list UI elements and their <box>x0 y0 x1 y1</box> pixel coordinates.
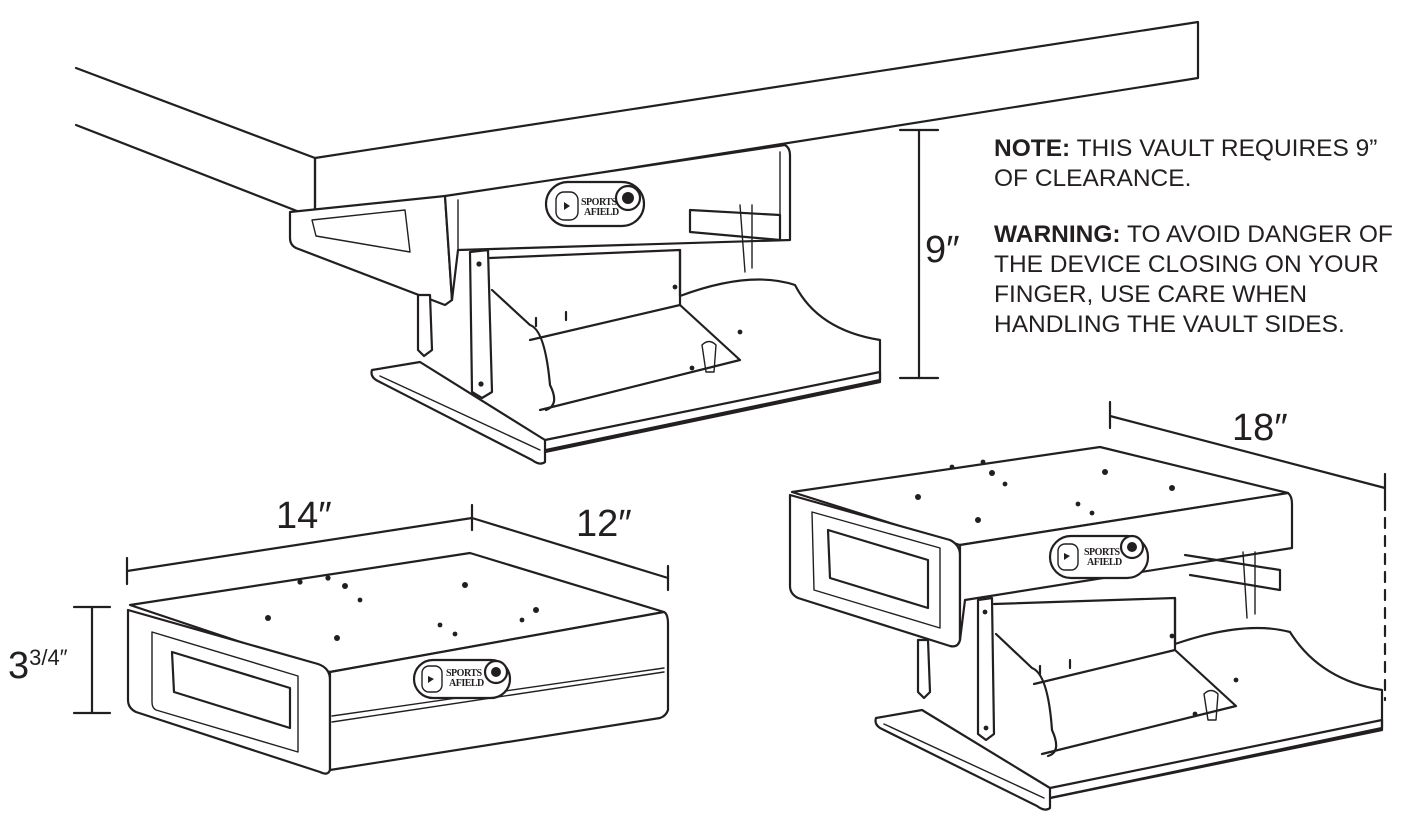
table-top <box>74 20 1200 220</box>
notes-panel: NOTE: THIS VAULT REQUIRES 9” OF CLEARANC… <box>994 134 1399 366</box>
note-text: THIS VAULT REQUIRES 9” OF CLEARANCE. <box>994 135 1378 192</box>
logo-text-line1: SPORTS <box>581 197 617 208</box>
closed-vault-illustration: SPORTS AFIELD <box>126 551 670 775</box>
depth-label: 12″ <box>576 503 632 545</box>
support-struts <box>416 248 494 400</box>
base-tray <box>370 360 882 465</box>
logo-text-line2: AFIELD <box>584 207 619 218</box>
note-label: NOTE: <box>994 135 1071 162</box>
depth-dimension: 12″ <box>470 503 670 592</box>
height-dimension: 33/4″ <box>8 605 112 715</box>
logo-text-line1-open: SPORTS <box>1084 547 1120 558</box>
right-slide-rail <box>688 204 782 273</box>
warning-text: TO AVOID DANGER OF THE DEVICE CLOSING ON… <box>994 221 1393 338</box>
width-dimension: 14″ <box>125 495 474 586</box>
extended-depth-label: 18″ <box>1232 407 1288 449</box>
clearance-dimension: 9″ <box>898 128 960 380</box>
mounted-vault-illustration: SPORTS AFIELD <box>74 20 1200 465</box>
logo-text-line2-open: AFIELD <box>1087 557 1122 568</box>
logo-text-line1-closed: SPORTS <box>446 668 482 679</box>
keypad-lock-badge: SPORTS AFIELD <box>544 180 646 228</box>
left-side-panel <box>288 194 454 307</box>
width-label: 14″ <box>276 495 332 537</box>
open-drawer <box>488 248 882 452</box>
warning-label: WARNING: <box>994 221 1121 248</box>
clearance-note: NOTE: THIS VAULT REQUIRES 9” OF CLEARANC… <box>994 134 1399 194</box>
clearance-label: 9″ <box>925 229 960 271</box>
logo-text-line2-closed: AFIELD <box>449 678 484 689</box>
height-label: 33/4″ <box>8 645 68 687</box>
warning-note: WARNING: TO AVOID DANGER OF THE DEVICE C… <box>994 220 1399 340</box>
open-vault-illustration: SPORTS AFIELD <box>788 445 1384 811</box>
extended-depth-dimension: 18″ <box>1108 400 1387 702</box>
